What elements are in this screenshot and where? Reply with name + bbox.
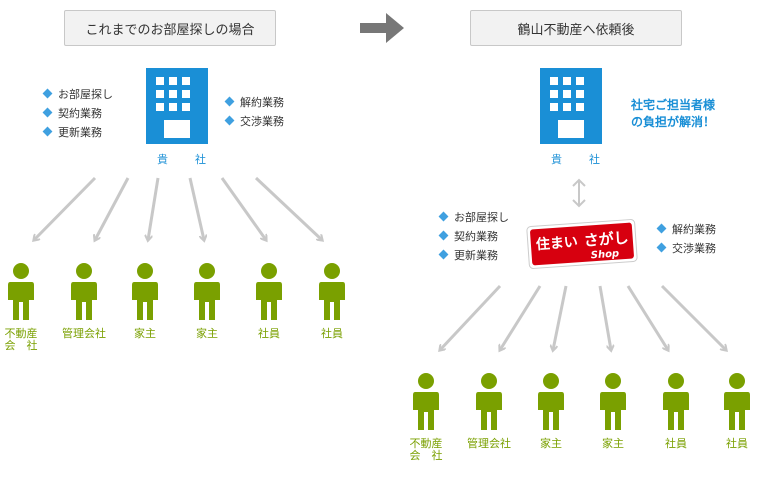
person-label: 家主 — [602, 437, 624, 450]
person-icon — [256, 263, 282, 320]
relief-note: 社宅ご担当者様 の負担が解消！ — [631, 97, 715, 131]
person-label: 社員 — [665, 437, 687, 450]
task-item: 更新業務 — [438, 245, 509, 264]
before-left-task-list: お部屋探し 契約業務 更新業務 — [42, 84, 113, 141]
person-icon — [132, 263, 158, 320]
logo-text-shop: Shop — [590, 248, 619, 261]
before-building-icon — [146, 68, 208, 144]
person-icon — [71, 263, 97, 320]
task-item: 更新業務 — [42, 122, 113, 141]
person-icon — [663, 373, 689, 430]
diamond-icon — [438, 211, 449, 222]
task-item: お部屋探し — [438, 207, 509, 226]
task-item: お部屋探し — [42, 84, 113, 103]
person-label: 家主 — [134, 327, 156, 340]
task-item: 契約業務 — [438, 226, 509, 245]
logo-text-sagashi: さがし — [583, 229, 629, 250]
before-title: これまでのお部屋探しの場合 — [64, 10, 276, 46]
person-icon — [194, 263, 220, 320]
task-item: 解約業務 — [224, 92, 284, 111]
after-building-icon — [540, 68, 602, 144]
person-label: 社員 — [726, 437, 748, 450]
person-label: 家主 — [196, 327, 218, 340]
task-item: 解約業務 — [656, 219, 716, 238]
after-left-task-list: お部屋探し 契約業務 更新業務 — [438, 207, 509, 264]
person-icon — [319, 263, 345, 320]
person-label: 社員 — [258, 327, 280, 340]
person-icon — [8, 263, 34, 320]
diamond-icon — [656, 242, 667, 253]
before-right-task-list: 解約業務 交渉業務 — [224, 92, 284, 130]
before-company-label: 貴 社 — [157, 153, 214, 166]
person-icon — [413, 373, 439, 430]
logo-text-sumai: 住まい — [535, 233, 578, 253]
sumai-sagashi-shop-logo: 住まい さがし Shop — [526, 219, 638, 269]
task-item: 交渉業務 — [224, 111, 284, 130]
person-label: 管理会社 — [62, 327, 106, 340]
relief-note-line2: の負担が解消！ — [631, 115, 716, 129]
task-item: 交渉業務 — [656, 238, 716, 257]
task-item: 契約業務 — [42, 103, 113, 122]
person-label: 不動産 会 社 — [409, 437, 443, 462]
relief-note-line1: 社宅ご担当者様 — [631, 98, 716, 112]
diamond-icon — [438, 249, 449, 260]
person-label: 管理会社 — [467, 437, 511, 450]
person-label: 不動産 会 社 — [4, 327, 38, 352]
person-icon — [600, 373, 626, 430]
diamond-icon — [438, 230, 449, 241]
transition-arrow-icon — [360, 13, 404, 43]
person-label: 社員 — [321, 327, 343, 340]
person-icon — [476, 373, 502, 430]
after-title: 鶴山不動産へ依頼後 — [470, 10, 682, 46]
person-icon — [724, 373, 750, 430]
diamond-icon — [656, 223, 667, 234]
person-label: 家主 — [540, 437, 562, 450]
after-company-label: 貴 社 — [551, 153, 608, 166]
person-icon — [538, 373, 564, 430]
after-right-task-list: 解約業務 交渉業務 — [656, 219, 716, 257]
